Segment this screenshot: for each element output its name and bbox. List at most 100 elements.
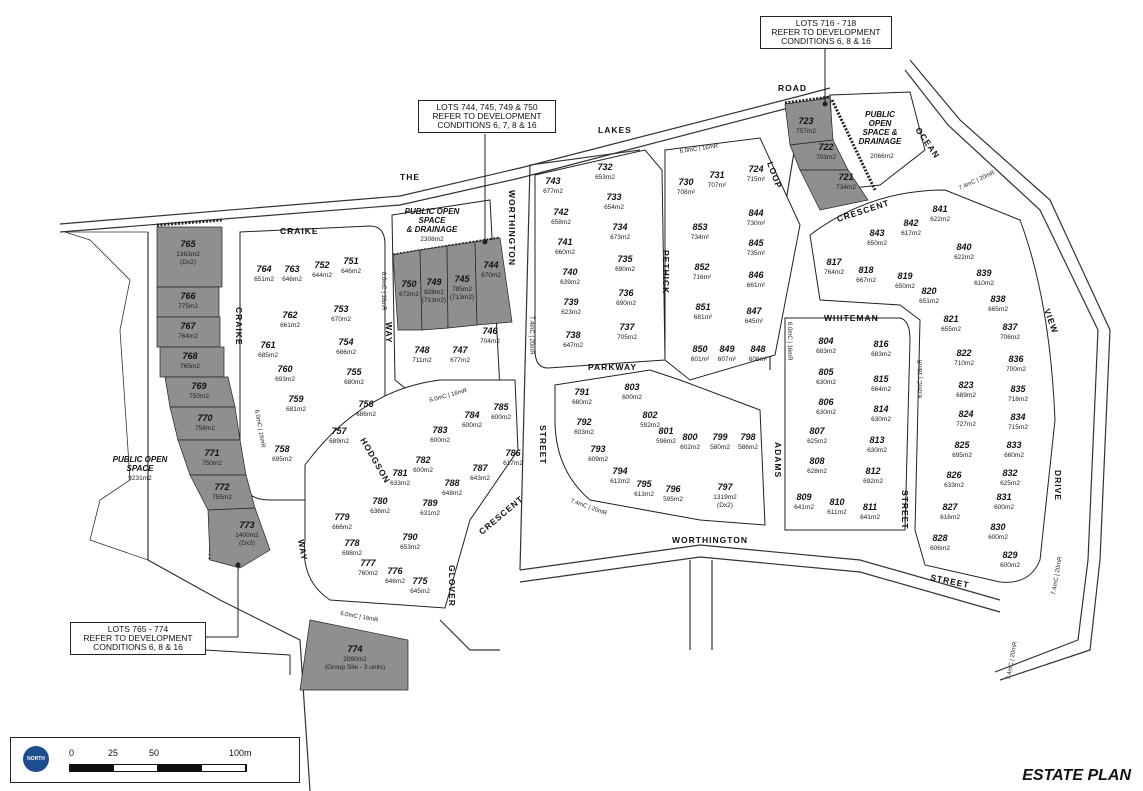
lot-note: (713m2) <box>450 294 474 301</box>
lot-area: 677m2 <box>450 357 470 364</box>
street-the: THE <box>400 172 420 182</box>
pos-east-name: PUBLIC <box>865 110 895 119</box>
lot-765: 765 1363m2(Dx2) <box>176 239 200 266</box>
street-way-left: WAY <box>296 539 310 562</box>
lot-number: 806 <box>818 397 834 407</box>
lot-number: 737 <box>619 322 635 332</box>
lot-area: 633m2 <box>390 480 410 487</box>
width-label-7: 6.0mC | 16mR <box>340 611 380 624</box>
lot-area: 622m2 <box>954 254 974 261</box>
lot-area: 750m2 <box>202 460 222 467</box>
lot-number: 777 <box>360 558 376 568</box>
lot-area: 718m2 <box>1008 396 1028 403</box>
width-label-2: 6.0mC | 16mR <box>380 272 386 311</box>
street-street-adams: STREET <box>900 490 910 530</box>
lot-774-parcel <box>299 619 409 691</box>
lot-area: 596m2 <box>656 438 676 445</box>
lot-number: 757 <box>331 426 347 436</box>
lot-area: 1363m2 <box>176 251 200 258</box>
lot-area: 631m2 <box>420 510 440 517</box>
lot-area: 730m² <box>747 220 766 227</box>
lot-number: 807 <box>809 426 825 436</box>
lot-number: 841 <box>932 204 947 214</box>
lot-number: 816 <box>873 339 889 349</box>
lot-area: 686m2 <box>356 411 376 418</box>
lot-area: 785m2 <box>452 286 472 293</box>
public-open-space-east: PUBLIC OPEN SPACE & DRAINAGE 2066m2 <box>859 110 902 160</box>
lot-area: 750m2 <box>189 393 209 400</box>
lot-area: 764m2 <box>178 333 198 340</box>
lot-number: 808 <box>809 456 824 466</box>
street-craike-side: CRAIKE <box>234 307 244 346</box>
lot-number: 749 <box>426 277 441 287</box>
lot-area: 580m2 <box>710 444 730 451</box>
lot-number: 801 <box>658 426 673 436</box>
shaded-lots <box>156 97 869 691</box>
scale-bar <box>69 764 247 772</box>
lot-number: 790 <box>402 532 417 542</box>
lot-number: 730 <box>678 177 693 187</box>
pos-west-name: PUBLIC OPEN <box>113 455 168 464</box>
lot-number: 742 <box>553 207 568 217</box>
lot-area: 622m2 <box>930 216 950 223</box>
street-way-inner: WAY <box>384 322 394 344</box>
lot-area: 673m2 <box>610 234 630 241</box>
lot-number: 738 <box>565 330 580 340</box>
lot-area: 683m2 <box>816 348 836 355</box>
lot-area: 633m2 <box>944 482 964 489</box>
lot-area: 600m2 <box>491 414 511 421</box>
lot-area: 711m2 <box>412 357 432 364</box>
street-blocks <box>239 91 1056 609</box>
lot-number: 809 <box>796 492 811 502</box>
lot-749-parcel <box>419 245 449 331</box>
lot-801: 801 596m2 <box>656 426 676 445</box>
lot-number: 743 <box>545 176 560 186</box>
lot-750-parcel <box>392 249 423 331</box>
lot-number: 832 <box>1002 468 1017 478</box>
lot-number: 791 <box>574 387 589 397</box>
lot-number: 847 <box>746 306 762 316</box>
lot-number: 771 <box>204 448 219 458</box>
lot-number: 786 <box>505 448 521 458</box>
lot-number: 765 <box>180 239 196 249</box>
lot-note: (Dx2) <box>180 259 196 266</box>
lot-area: 612m2 <box>610 478 630 485</box>
lot-area: 651m2 <box>919 298 939 305</box>
lot-area: 625m2 <box>1000 480 1020 487</box>
lot-number: 760 <box>277 364 292 374</box>
lot-area: 610m2 <box>974 280 994 287</box>
lot-number: 818 <box>858 265 873 275</box>
street-worthington-horizontal: WORTHINGTON <box>672 535 748 545</box>
lot-number: 831 <box>996 492 1011 502</box>
lot-area: 653m2 <box>400 544 420 551</box>
lot-area: 600m2 <box>622 394 642 401</box>
lot-area: 595m2 <box>663 496 683 503</box>
lot-767-parcel <box>156 316 221 348</box>
lot-number: 734 <box>612 222 627 232</box>
lot-area: 608m² <box>749 356 768 363</box>
